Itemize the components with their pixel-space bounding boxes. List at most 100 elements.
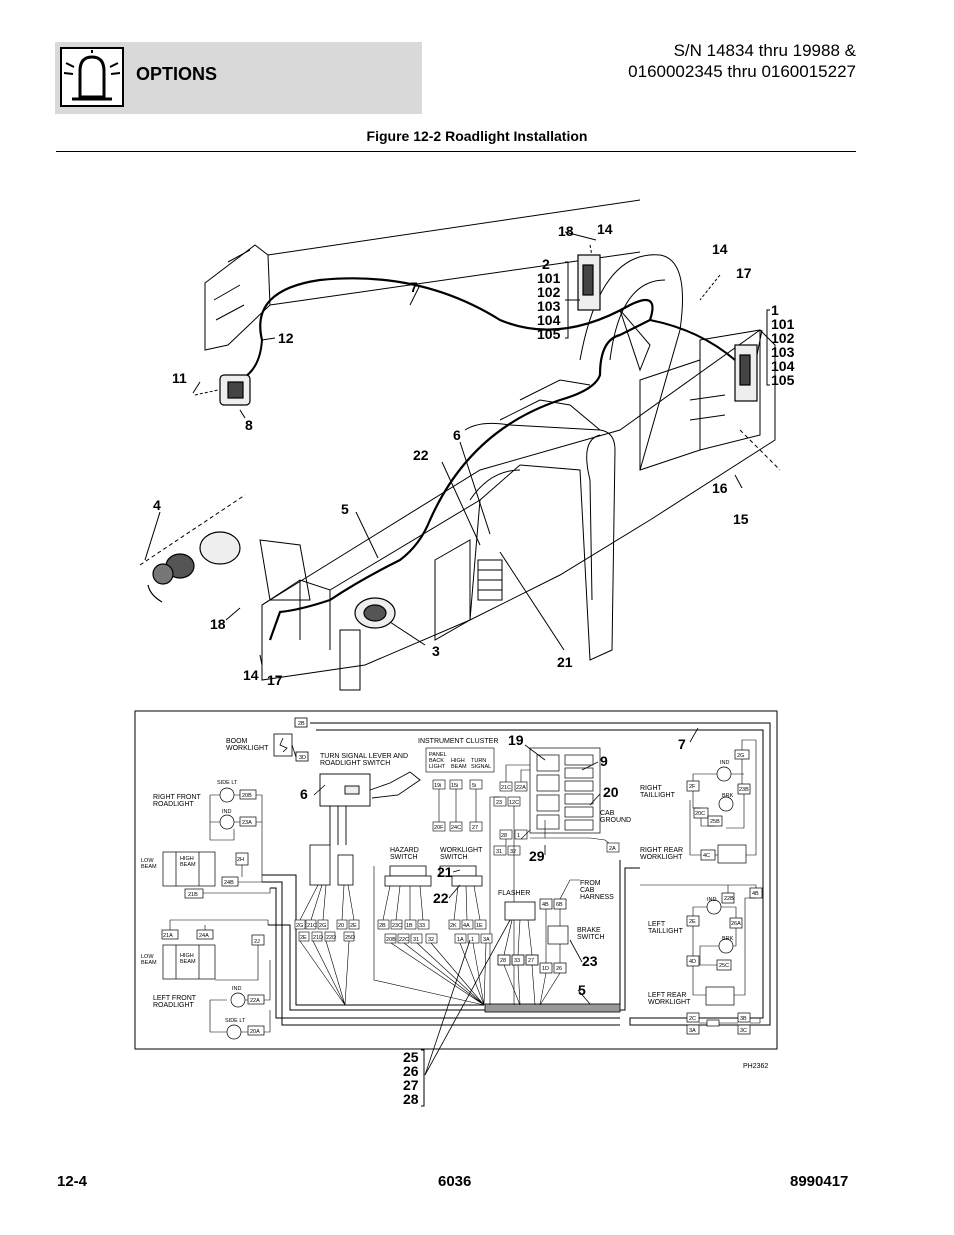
wire-label: 2J — [254, 939, 260, 945]
callout-27: 27 — [403, 1077, 419, 1093]
figure-title: Figure 12-2 Roadlight Installation — [366, 128, 588, 144]
wire-label: 23B — [739, 787, 749, 793]
callout-3: 3 — [432, 643, 440, 659]
wire-label: 28 — [500, 958, 506, 964]
callout-19: 19 — [508, 732, 524, 748]
high-beam-label: HIGH — [451, 758, 465, 764]
right-taillight-wires — [689, 739, 757, 856]
pin-label: 2K — [450, 923, 457, 929]
left-worklight-lamp — [354, 597, 396, 629]
callout-104: 104 — [771, 358, 795, 374]
high-beam-label: BEAM — [451, 764, 467, 770]
callout-26: 26 — [403, 1063, 419, 1079]
callout-101: 101 — [537, 270, 561, 286]
instrument-cluster-label: INSTRUMENT CLUSTER — [418, 738, 498, 745]
right-taillight-label: TAILLIGHT — [640, 792, 676, 799]
pin-label: 3A — [483, 937, 490, 943]
callout-105: 105 — [771, 372, 795, 388]
pin-label: 31 — [413, 937, 419, 943]
model-number: 6036 — [438, 1173, 472, 1190]
machine-frame-illustration — [139, 199, 781, 691]
pin-label: 1B — [406, 923, 413, 929]
pin-label: 2E — [300, 935, 307, 941]
wire-label: 27 — [472, 825, 478, 831]
callout-17: 17 — [736, 265, 752, 281]
pin-label: 1E — [476, 923, 483, 929]
right-rear-worklight-label: RIGHT REAR — [640, 847, 683, 854]
wire-label: 32 — [510, 849, 516, 855]
callout-102: 102 — [771, 330, 795, 346]
front-roadlight-assembly — [147, 531, 241, 603]
right-front-roadlight-label: ROADLIGHT — [153, 801, 195, 808]
side-lt-label: SIDE LT — [225, 1018, 246, 1024]
pin-label: 1A — [457, 937, 464, 943]
wire-label: 5i — [472, 783, 476, 789]
switch-fan-wires — [373, 866, 487, 1006]
side-lt-label: SIDE LT — [217, 780, 238, 786]
callout-101: 101 — [771, 316, 795, 332]
wire-label: 22B — [724, 896, 734, 902]
low-beam-label: LOW — [141, 858, 154, 864]
low-beam-label: LOW — [141, 954, 154, 960]
callout-105: 105 — [537, 326, 561, 342]
left-front-roadlight-label: LEFT FRONT — [153, 995, 197, 1002]
wire-label: 25C — [719, 963, 729, 969]
pin-label: 23C — [392, 923, 402, 929]
wire-label: 24B — [224, 880, 234, 886]
roadlight-harness-cable — [259, 277, 654, 641]
callout-15: 15 — [733, 511, 749, 527]
brk-label: BRK — [722, 793, 734, 799]
pin-label: 22D — [326, 935, 336, 941]
ind-label: IND — [720, 760, 730, 766]
callout-12: 12 — [278, 330, 294, 346]
panel-backlight-label: BACK — [429, 758, 444, 764]
callout-18: 18 — [210, 616, 226, 632]
pin-label: 2G — [319, 923, 326, 929]
high-beam-label: BEAM — [180, 862, 196, 868]
callout-28: 28 — [403, 1091, 419, 1107]
wire-label: 1 — [517, 833, 520, 839]
rear-taillight-right — [734, 344, 758, 402]
callout-103: 103 — [537, 298, 561, 314]
wire-label: 27 — [528, 958, 534, 964]
pin-label: 2B — [379, 923, 386, 929]
callout-7: 7 — [410, 279, 418, 295]
wire-label: 24A — [199, 933, 209, 939]
boom-worklight-symbol — [273, 717, 309, 762]
connector-turn-signal — [309, 844, 354, 886]
cab-ground-label: GROUND — [600, 817, 631, 824]
callout-21: 21 — [437, 864, 453, 880]
callout-25: 25 — [403, 1049, 419, 1065]
right-front-roadlight-symbol — [162, 787, 257, 899]
turn-signal-fan-wires — [299, 884, 355, 1006]
left-rear-worklight-label: WORKLIGHT — [648, 999, 691, 1006]
flasher-label: FLASHER — [498, 890, 530, 897]
wire-label: 2C — [689, 1016, 696, 1022]
worklight-switch-label: WORKLIGHT — [440, 847, 483, 854]
callout-6: 6 — [300, 786, 308, 802]
left-front-roadlight-symbol — [161, 929, 265, 1040]
wire-label: 23A — [242, 820, 252, 826]
wire-label: 2E — [689, 919, 696, 925]
boom-worklight-label: WORKLIGHT — [226, 745, 269, 752]
callout-8: 8 — [245, 417, 253, 433]
pin-label: 20B — [386, 937, 396, 943]
panel-backlight-label: PANEL — [429, 752, 447, 758]
pin-label: 2E — [350, 923, 357, 929]
callout-11: 11 — [172, 370, 187, 386]
wire-label: 4C — [703, 853, 710, 859]
brake-switch-wires — [539, 879, 580, 1006]
wire-label: 20A — [250, 1029, 260, 1035]
callout-102: 102 — [537, 284, 561, 300]
serial-line-1: S/N 14834 thru 19988 & — [673, 41, 856, 60]
wire-label: 6B — [556, 902, 563, 908]
callout-20: 20 — [603, 784, 619, 800]
wire-label: 22A — [516, 785, 526, 791]
manual-number: 8990417 — [790, 1173, 849, 1190]
wire-label: 25B — [710, 819, 720, 825]
callout-29: 29 — [529, 848, 545, 864]
schematic-leaders — [313, 727, 699, 1076]
wire-label: 23 — [496, 800, 502, 806]
callout-2: 2 — [542, 256, 550, 272]
ind-label: IND — [222, 809, 232, 815]
